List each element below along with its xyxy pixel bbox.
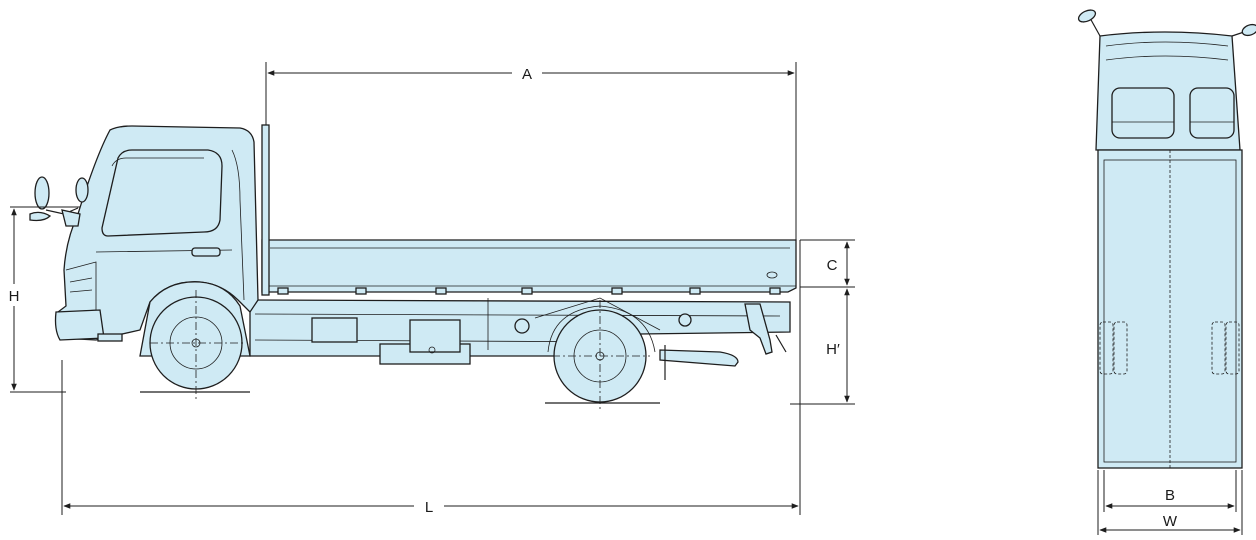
chassis-frame — [249, 297, 791, 380]
side-mirror — [34, 176, 50, 210]
cargo-deck — [261, 124, 797, 296]
passenger-seat — [1189, 87, 1235, 139]
dimension-label-a: A — [522, 66, 532, 83]
driver-seat — [1111, 87, 1175, 139]
dimension-label-w: W — [1163, 513, 1178, 530]
dimension-label-h-prime: H′ — [826, 341, 840, 358]
dimension-label-b: B — [1165, 487, 1175, 504]
truck-top-view — [1077, 9, 1256, 469]
dimension-label-c: C — [827, 257, 838, 274]
headboard — [261, 124, 270, 296]
dimension-label-h: H — [9, 288, 20, 305]
cab — [29, 125, 259, 342]
front-wheel — [139, 281, 251, 390]
top-view-dimensions: B W — [1097, 470, 1243, 540]
truck-side-view — [29, 124, 797, 410]
dimension-lines: A L H C H′ — [9, 62, 855, 516]
dimension-label-l: L — [425, 499, 433, 516]
